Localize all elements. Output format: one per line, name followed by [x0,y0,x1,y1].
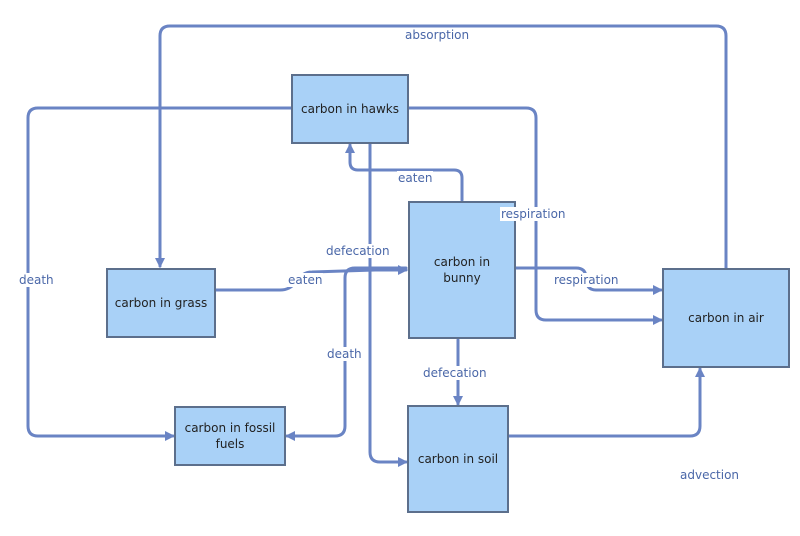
label-defecation-bunny: defecation [422,366,488,380]
label-death-hawks: death [18,273,55,287]
label-advection: advection [680,468,740,482]
node-carbon-in-soil: carbon in soil [407,405,509,513]
label-respiration-hawks: respiration [500,207,567,221]
arrow-defecation-hawks [368,140,408,467]
label-eaten-hawks: eaten [397,171,434,185]
node-carbon-in-fossil-fuels: carbon in fossil fuels [174,406,286,466]
label-respiration-bunny: respiration [553,273,620,287]
arrow-advection [507,367,705,438]
node-carbon-in-air: carbon in air [662,268,790,368]
label-death-bunny: death [326,347,363,361]
arrow-eaten-bunny-hawks [345,143,464,202]
arrow-death-hawks [26,106,294,441]
label-defecation-hawks: defecation [325,244,391,258]
node-carbon-in-bunny: carbon in bunny [408,201,516,339]
node-carbon-in-grass: carbon in grass [106,268,216,338]
node-carbon-in-hawks: carbon in hawks [291,74,409,144]
label-eaten-grass: eaten [287,273,324,287]
arrow-absorption [155,24,728,270]
label-absorption: absorption [404,28,471,42]
